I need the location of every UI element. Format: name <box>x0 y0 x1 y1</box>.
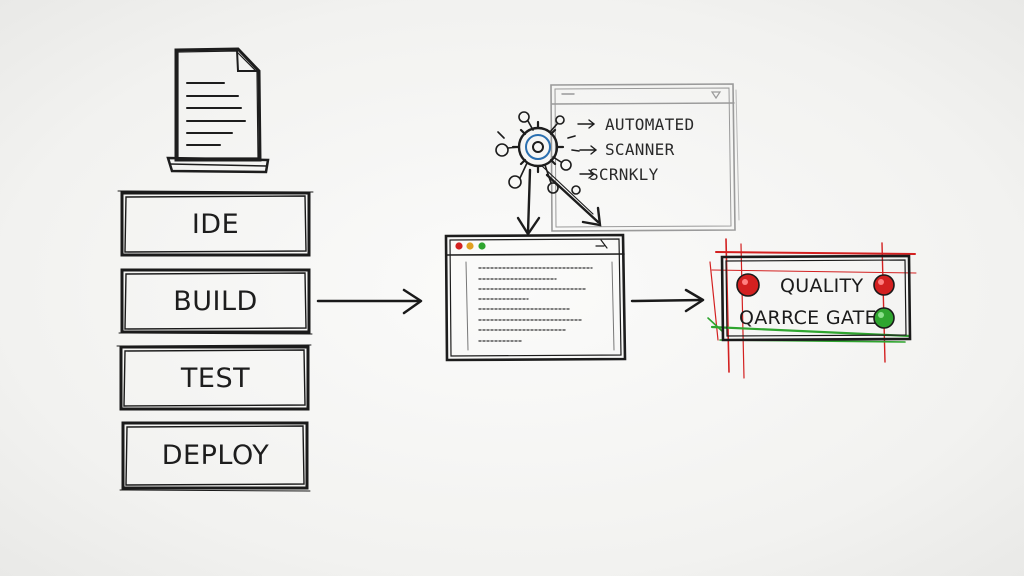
stage-label: DEPLOY <box>161 439 270 471</box>
status-light-red <box>873 274 895 296</box>
scanner-label-line: SCANNER <box>605 140 675 159</box>
stage-ide: IDE <box>123 193 308 255</box>
status-light-red <box>736 273 760 297</box>
stage-label: BUILD <box>173 285 258 317</box>
scanner-label-line: SCRNKLY <box>589 165 659 184</box>
window-minimize-dot <box>466 242 474 250</box>
quality-gate-title: QUALITY <box>780 275 864 297</box>
stage-build: BUILD <box>123 270 308 332</box>
quality-gate-subtitle: QARRCE GATE <box>739 307 877 329</box>
stage-label: IDE <box>191 208 240 240</box>
status-light-green <box>873 307 895 329</box>
window-maximize-dot <box>478 242 486 250</box>
stage-label: TEST <box>180 362 251 394</box>
stage-test: TEST <box>123 347 308 409</box>
stage-deploy: DEPLOY <box>123 424 308 486</box>
scanner-label-line: AUTOMATED <box>605 115 695 134</box>
window-close-dot <box>455 242 463 250</box>
